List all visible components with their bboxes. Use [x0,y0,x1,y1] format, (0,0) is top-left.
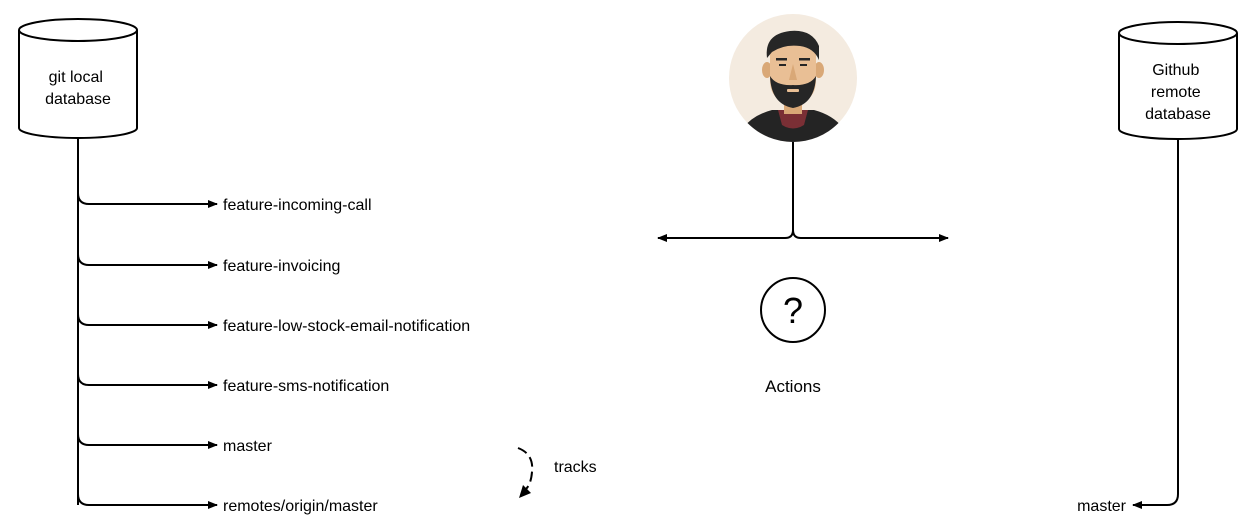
branch-row: feature-incoming-call [77,192,372,214]
actions-split-right [792,229,949,242]
remote-database-label-line-2: remote [1151,84,1201,101]
remote-database-cylinder-body [1118,33,1238,140]
remote-database: Github remote database [1118,21,1238,140]
branch-label: feature-low-stock-email-notification [223,318,470,335]
remote-branch-connector-arrow [1132,140,1179,509]
svg-text:Github remote data: Github remote database [1145,62,1211,123]
branch-list: feature-incoming-call feature-invoicing … [77,192,470,515]
remote-database-label-line-1: Github [1152,62,1199,79]
tracks-arc-icon [517,447,534,490]
branch-row: feature-sms-notification [77,373,389,395]
tracks-label: tracks [554,459,597,476]
tracks-arrowhead-icon [519,485,531,498]
actions-connector [657,142,949,242]
user-avatar [729,14,857,142]
local-database: git local database [18,18,138,139]
local-database-label-line-1: git local [49,69,103,86]
question-mark-glyph: ? [783,290,803,331]
question-mark-icon: ? [760,277,826,343]
remote-branch-row: master [1077,140,1179,515]
branch-label: remotes/origin/master [223,498,378,515]
local-database-cylinder-body [18,30,138,139]
branch-connector-arrow [77,253,218,269]
branch-label: feature-sms-notification [223,378,389,395]
remote-branch-label: master [1077,498,1127,515]
branch-label: feature-incoming-call [223,197,372,214]
branch-label: master [223,438,273,455]
branch-row: remotes/origin/master [77,493,378,515]
branch-label: feature-invoicing [223,258,340,275]
branch-connector-arrow [77,433,218,449]
local-database-cylinder-top [18,18,138,42]
remote-database-cylinder-top [1118,21,1238,45]
branch-row: feature-invoicing [77,253,340,275]
branch-connector-arrow [77,373,218,389]
tracks-indicator: tracks [517,447,597,498]
branch-connector-arrow [77,493,218,509]
remote-database-label-line-3: database [1145,106,1211,123]
branch-row: feature-low-stock-email-notification [77,313,470,335]
branch-connector-arrow [77,192,218,208]
actions-split-left [657,229,794,242]
branch-row: master [77,433,273,455]
branch-connector-arrow [77,313,218,329]
local-database-label-line-2: database [45,91,111,108]
svg-text:git local database: git local database [45,69,111,108]
actions-label: Actions [765,377,821,396]
